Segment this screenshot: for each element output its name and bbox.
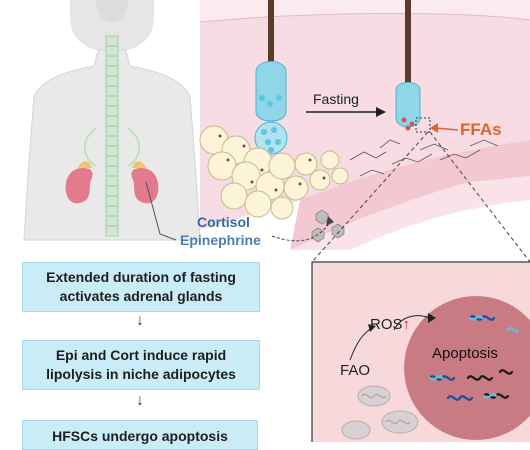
hormone-molecules bbox=[311, 209, 345, 243]
apoptosis-inset bbox=[311, 261, 530, 442]
step-arrow-1: ↓ bbox=[136, 312, 144, 329]
ros-text: ROS bbox=[370, 316, 403, 333]
step-1-line-2: activates adrenal glands bbox=[59, 288, 223, 304]
ros-up-arrow-icon: ↑ bbox=[402, 316, 411, 333]
fao-label: FAO bbox=[340, 362, 371, 379]
adipocyte-icon bbox=[199, 125, 349, 220]
step-1-line-1: Extended duration of fasting bbox=[46, 269, 236, 285]
kidney-icon bbox=[65, 168, 159, 204]
apoptosis-label: Apoptosis bbox=[432, 345, 498, 362]
step-box-3: HFSCs undergo apoptosis bbox=[22, 420, 258, 450]
hair-follicle-icon bbox=[254, 0, 431, 155]
adrenal-gland-icon bbox=[78, 161, 146, 168]
step-arrow-2: ↓ bbox=[136, 392, 144, 409]
cortisol-label: Cortisol bbox=[197, 214, 250, 230]
spine-icon bbox=[83, 35, 141, 237]
mitochondria-icon bbox=[341, 385, 419, 440]
step-3-line-1: HFSCs undergo apoptosis bbox=[52, 428, 228, 444]
step-box-2: Epi and Cort induce rapid lipolysis in n… bbox=[22, 340, 260, 390]
fasting-label: Fasting bbox=[313, 91, 359, 107]
step-box-1: Extended duration of fasting activates a… bbox=[22, 262, 260, 312]
ros-label: ROS↑ bbox=[370, 316, 410, 333]
ffas-label: FFAs bbox=[460, 120, 502, 139]
step-2-line-1: Epi and Cort induce rapid bbox=[55, 347, 227, 363]
dna-fragment-icon bbox=[428, 315, 520, 401]
epinephrine-label: Epinephrine bbox=[180, 232, 261, 248]
ffas-arrow bbox=[430, 123, 459, 133]
step-2-line-2: lipolysis in niche adipocytes bbox=[46, 366, 236, 382]
fasting-arrow bbox=[306, 107, 386, 117]
